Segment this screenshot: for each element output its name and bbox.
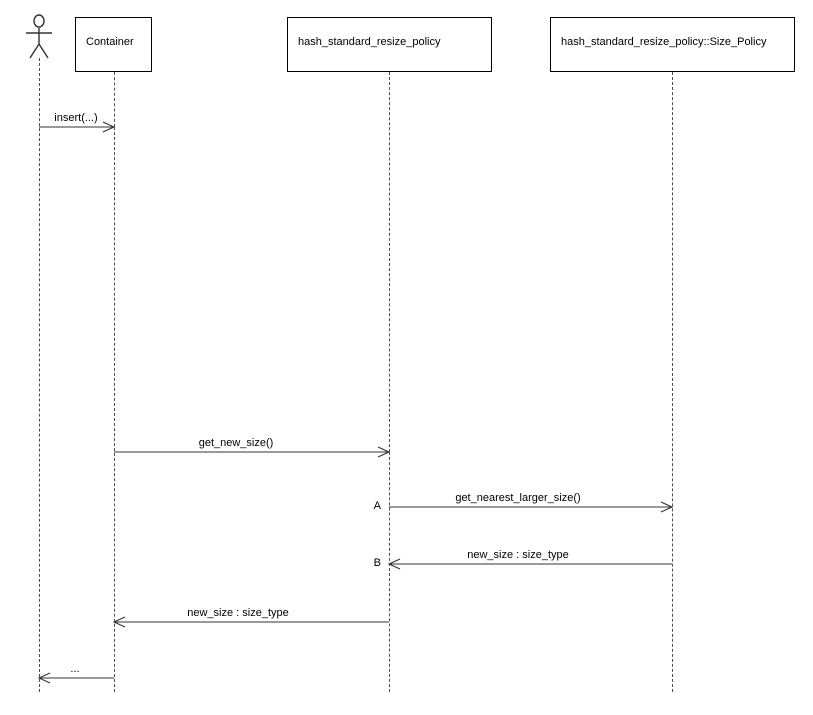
actor-stick-figure	[26, 14, 52, 59]
participant-box-container[interactable]: Container	[75, 17, 152, 72]
actor-lifeline	[39, 58, 40, 692]
actor-leg-left	[29, 43, 40, 59]
actor-head-icon	[33, 14, 45, 28]
message-label-get_nearest_larger_size: get_nearest_larger_size()	[455, 492, 581, 504]
message-label-return_insert: ...	[70, 663, 80, 675]
message-label-return_new_size_outer: new_size : size_type	[187, 607, 289, 619]
annotation-marker-b: B	[373, 557, 381, 569]
participant-label-size_policy: hash_standard_resize_policy::Size_Policy	[561, 36, 767, 48]
policy-lifeline-head	[389, 72, 390, 452]
container-activation	[114, 127, 115, 692]
participant-box-size_policy[interactable]: hash_standard_resize_policy::Size_Policy	[550, 17, 795, 72]
message-label-return_new_size_inner: new_size : size_type	[467, 549, 569, 561]
policy-activation	[389, 452, 390, 692]
message-label-get_new_size: get_new_size()	[198, 437, 274, 449]
annotation-marker-a: A	[373, 500, 381, 512]
message-label-insert: insert(...)	[54, 112, 98, 124]
container-lifeline-head	[114, 72, 115, 127]
participant-box-hash_standard_resize_policy[interactable]: hash_standard_resize_policy	[287, 17, 492, 72]
actor-leg-right	[38, 43, 49, 59]
participant-label-container: Container	[86, 36, 134, 48]
participant-label-hash_standard_resize_policy: hash_standard_resize_policy	[298, 36, 441, 48]
size-policy-lifeline	[672, 72, 673, 692]
